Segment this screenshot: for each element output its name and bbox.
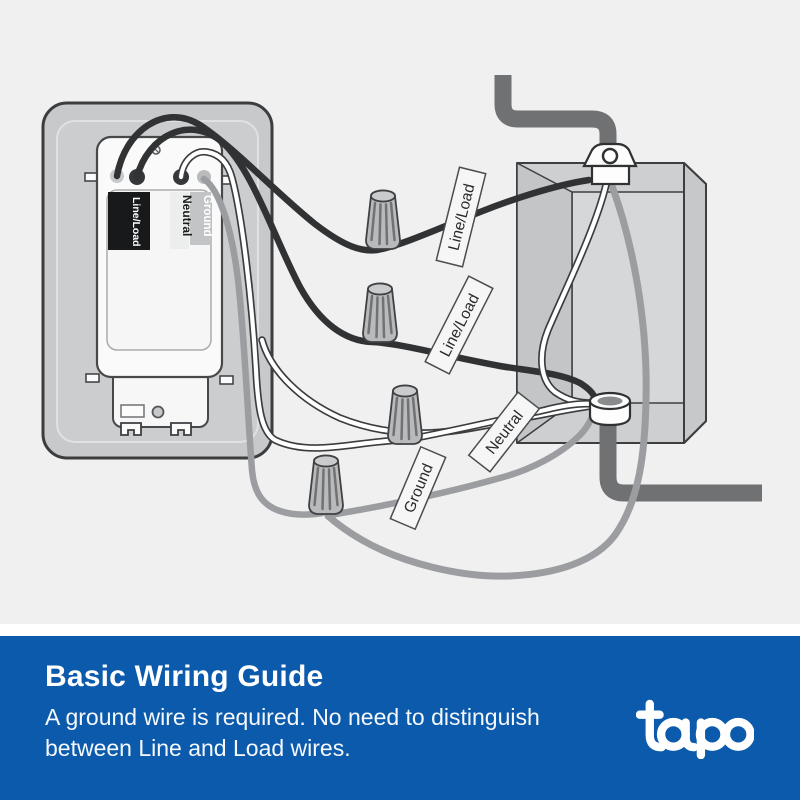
mount-clip-left: [120, 422, 142, 436]
smart-switch: Line/Load Neutral Ground: [95, 135, 224, 436]
banner-title: Basic Wiring Guide: [45, 660, 324, 693]
wire-nut-line-load-1: [365, 189, 401, 250]
tapo-logo-icon: [635, 699, 755, 760]
tapo-logo: [635, 698, 755, 764]
top-cable-clamp: [582, 142, 638, 186]
switch-lower-housing: [112, 369, 209, 428]
neutral-wire-switch: [177, 148, 401, 452]
line-load-wire-2: [133, 126, 598, 400]
line-load-wire-1: [113, 113, 593, 254]
wire-nut-line-load-2: [362, 282, 398, 343]
bottom-cable-clamp: [588, 391, 632, 427]
top-conduit: [494, 75, 617, 152]
junction-box: [516, 162, 707, 444]
switch-port-detail: [120, 404, 145, 418]
ground-wire-switch: [200, 175, 326, 518]
box-side-panel: [683, 162, 707, 444]
neutral-wire-inside-box: [538, 181, 610, 407]
device-label-ground: Ground: [201, 195, 213, 237]
device-label-neutral: Neutral: [180, 195, 194, 236]
device-label-line-load: Line/Load: [130, 197, 142, 247]
neutral-label-bar: [170, 192, 189, 249]
wire-nut-ground: [308, 454, 344, 515]
ground-wire-loop: [324, 182, 650, 580]
ground-label-bar: [190, 192, 211, 245]
wiring-diagram: Line/Load Neutral Ground: [0, 0, 800, 624]
banner-description-line2: between Line and Load wires.: [45, 735, 351, 761]
mount-clip-right: [170, 422, 192, 436]
line-load-label-bar: [108, 192, 150, 250]
switch-screw: [151, 405, 165, 419]
banner-description: A ground wire is required. No need to di…: [45, 702, 540, 764]
banner-description-line1: A ground wire is required. No need to di…: [45, 704, 540, 730]
box-back-wall: [571, 191, 685, 404]
wire-nut-neutral: [387, 384, 423, 445]
bottom-conduit: [599, 420, 762, 502]
info-banner: Basic Wiring Guide A ground wire is requ…: [0, 636, 800, 800]
